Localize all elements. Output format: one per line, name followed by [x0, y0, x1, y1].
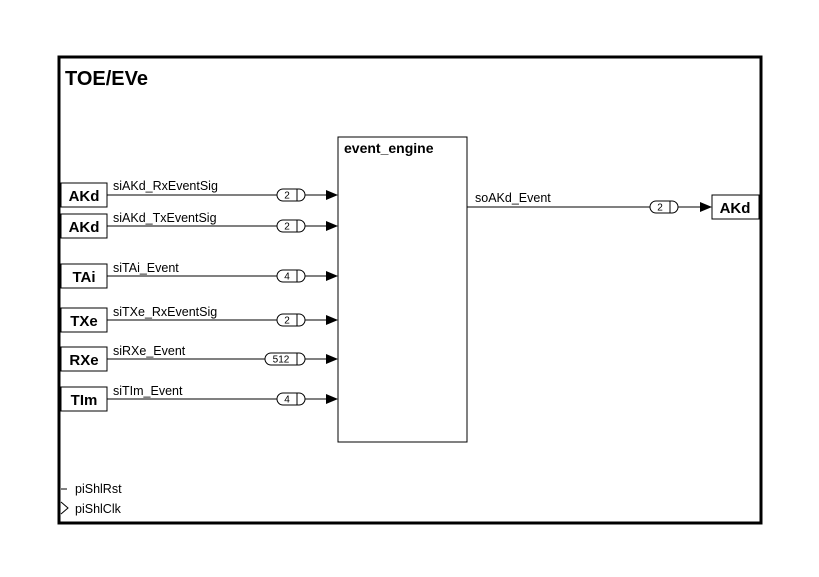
output-row: soAKd_Event AKd [475, 191, 760, 220]
control-pin-label: piShlRst [75, 482, 122, 496]
event-engine-title: event_engine [344, 140, 434, 156]
input-signal-label: siAKd_TxEventSig [113, 211, 217, 225]
input-signal-label: siTAi_Event [113, 261, 179, 275]
bus-width-capsule [276, 313, 306, 327]
input-port-box[interactable] [60, 182, 108, 208]
input-signal-label: siTIm_Event [113, 384, 183, 398]
bus-width-label: 2 [284, 222, 290, 233]
input-row: AKd siAKd_RxEventSig [60, 179, 218, 208]
bus-width-label: 4 [284, 272, 290, 283]
input-port-label: TIm [71, 392, 98, 409]
arrow-head-icon [326, 271, 338, 281]
bus-width-label: 2 [284, 316, 290, 327]
bus-width-capsule [276, 188, 306, 202]
input-port-box[interactable] [60, 346, 108, 372]
output-port-label: AKd [720, 200, 751, 217]
control-pin-label: piShlClk [75, 502, 122, 516]
arrow-head-icon [326, 315, 338, 325]
input-port-box[interactable] [60, 213, 108, 239]
arrow-head-icon [700, 202, 712, 212]
outer-frame [57, 55, 763, 525]
bus-width-label: 2 [284, 191, 290, 202]
bus-width-capsule [276, 269, 306, 283]
input-row: RXe siRXe_Event [60, 344, 186, 372]
input-port-box[interactable] [60, 307, 108, 333]
input-signal-label: siAKd_RxEventSig [113, 179, 218, 193]
input-port-label: TXe [70, 313, 98, 330]
input-port-label: RXe [69, 352, 98, 369]
input-port-label: TAi [72, 269, 95, 286]
bus-width-capsule [276, 392, 306, 406]
input-row: TXe siTXe_RxEventSig [60, 305, 217, 333]
arrow-head-icon [326, 221, 338, 231]
input-row: AKd siAKd_TxEventSig [60, 211, 217, 239]
input-row: TIm siTIm_Event [60, 384, 183, 412]
arrow-head-icon [326, 394, 338, 404]
input-ports: AKd siAKd_RxEventSig AKd siAKd_TxEventSi… [60, 179, 218, 412]
bus-width-capsule [276, 219, 306, 233]
bus-width-capsule [264, 352, 306, 366]
input-row: TAi siTAi_Event [60, 261, 179, 289]
output-signal-label: soAKd_Event [475, 191, 551, 205]
arrow-head-icon [326, 190, 338, 200]
bus-width-capsule [649, 200, 679, 214]
input-port-label: AKd [69, 188, 100, 205]
input-signal-label: siTXe_RxEventSig [113, 305, 217, 319]
clock-triangle-icon [60, 501, 69, 515]
input-port-label: AKd [69, 219, 100, 236]
input-signal-label: siRXe_Event [113, 344, 186, 358]
bus-width-label: 512 [273, 355, 290, 366]
input-port-box[interactable] [60, 386, 108, 412]
bus-width-label: 2 [657, 203, 663, 214]
arrow-head-icon [326, 354, 338, 364]
diagram-title: TOE/EVe [65, 68, 148, 90]
wires: 2 2 4 2 512 4 2 [107, 188, 712, 406]
event-engine-block[interactable] [337, 136, 468, 443]
bus-width-label: 4 [284, 395, 290, 406]
control-pins: piShlRst piShlClk [60, 482, 122, 516]
